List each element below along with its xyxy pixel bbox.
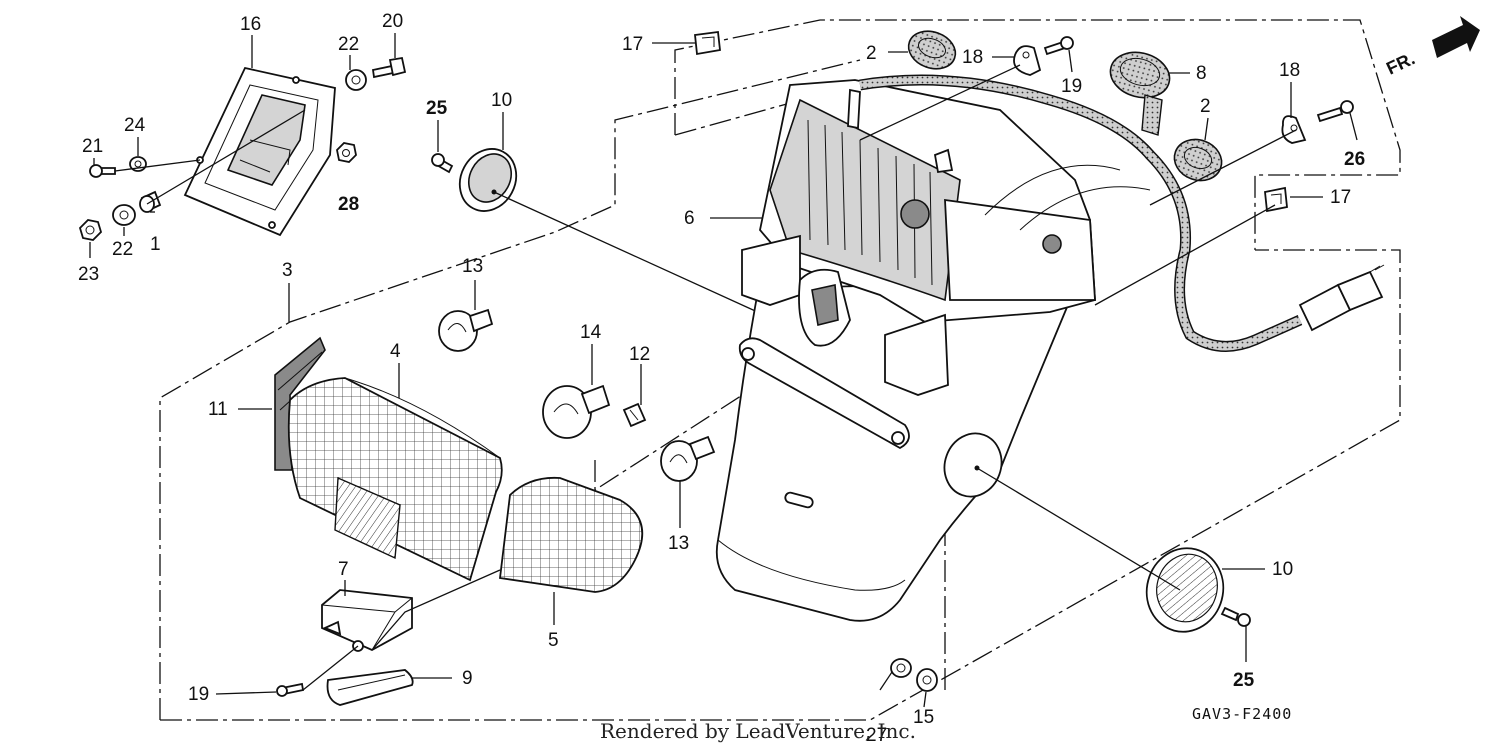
screw-19-upper	[1043, 36, 1074, 56]
callout-5: 5	[548, 630, 559, 651]
grommet-27	[890, 658, 912, 678]
collar-15	[916, 668, 938, 692]
diagram-part-code: GAV3-F2400	[1192, 705, 1292, 723]
callout-18-upper: 18	[962, 47, 983, 68]
license-light-bracket	[183, 66, 336, 237]
grommet-2-upper	[907, 30, 957, 70]
grommet-8	[1109, 51, 1171, 136]
callout-15: 15	[913, 707, 934, 728]
callout-17-right: 17	[1330, 187, 1351, 208]
clamp-18-lower	[1281, 115, 1307, 144]
callout-28: 28	[338, 194, 359, 215]
screw-26	[1316, 100, 1354, 123]
callout-26: 26	[1344, 149, 1365, 170]
callout-9: 9	[462, 668, 473, 689]
callout-18-lower: 18	[1279, 60, 1300, 81]
callout-12: 12	[629, 344, 650, 365]
callout-27: 27	[866, 725, 887, 746]
callout-23: 23	[78, 264, 99, 285]
svg-text:FR.: FR.	[1383, 48, 1418, 78]
bulb-12	[622, 402, 647, 428]
washer-22-lower	[112, 204, 136, 226]
socket-cover-7	[321, 589, 413, 652]
callout-25-lower: 25	[1233, 670, 1255, 691]
callout-22-upper: 22	[338, 34, 359, 55]
clip-17-right	[1264, 186, 1288, 213]
wire-harness	[859, 74, 1385, 352]
reflector-10-lower	[1145, 547, 1225, 633]
grommet-2-lower	[1173, 138, 1223, 182]
callout-2-lower: 2	[1200, 96, 1211, 117]
callout-14: 14	[580, 322, 602, 343]
washer-22-upper	[345, 69, 367, 91]
callout-1: 1	[150, 234, 161, 255]
callout-10-upper: 10	[491, 90, 512, 111]
reflector-cap-10-upper	[458, 148, 518, 212]
callout-13-upper: 13	[462, 256, 483, 277]
rear-fender-housing-6	[715, 79, 1096, 622]
callout-3: 3	[282, 260, 293, 281]
callout-24: 24	[124, 115, 146, 136]
rendered-by-credit: Rendered by LeadVenture, Inc.	[600, 719, 916, 743]
callout-16: 16	[240, 14, 261, 35]
callout-22-lower: 22	[112, 239, 133, 260]
bolt-20	[371, 56, 407, 79]
clip-17-upper	[694, 30, 721, 56]
callout-19-upper: 19	[1061, 76, 1082, 97]
side-cap-10-right	[943, 432, 1003, 498]
screw-25-lower	[1220, 606, 1251, 627]
callout-17-upper: 17	[622, 34, 643, 55]
callout-20: 20	[382, 11, 403, 32]
bulb-14	[542, 384, 611, 439]
bolt-21	[89, 164, 116, 178]
callout-2-upper: 2	[866, 43, 877, 64]
callout-11: 11	[208, 399, 228, 420]
callout-21: 21	[82, 136, 103, 157]
callout-8: 8	[1196, 63, 1207, 84]
callout-13-lower: 13	[668, 533, 689, 554]
bulb-13-lower	[660, 435, 716, 482]
turn-lens-5	[499, 476, 644, 593]
callout-7: 7	[338, 559, 349, 580]
screw-25-upper	[431, 153, 454, 174]
bulb-13-upper	[438, 308, 494, 352]
tail-lens-4	[287, 377, 503, 582]
callout-labels: 1 2 2 3 4 5 6 7 8 9 10 10 11 12 13 13 14…	[78, 11, 1365, 746]
nut-23	[78, 219, 103, 241]
callout-25-upper: 25	[426, 98, 448, 119]
screw-19-lower	[276, 682, 305, 697]
callout-10-lower: 10	[1272, 559, 1293, 580]
callout-19-lower: 19	[188, 684, 209, 705]
clamp-18-upper	[1013, 45, 1042, 76]
callout-6: 6	[684, 208, 695, 229]
front-direction-arrow: FR.	[1383, 16, 1480, 79]
callout-leaders	[89, 33, 1358, 708]
nut-28	[336, 142, 357, 163]
socket-plate-9	[326, 669, 414, 706]
callout-4: 4	[390, 341, 401, 362]
